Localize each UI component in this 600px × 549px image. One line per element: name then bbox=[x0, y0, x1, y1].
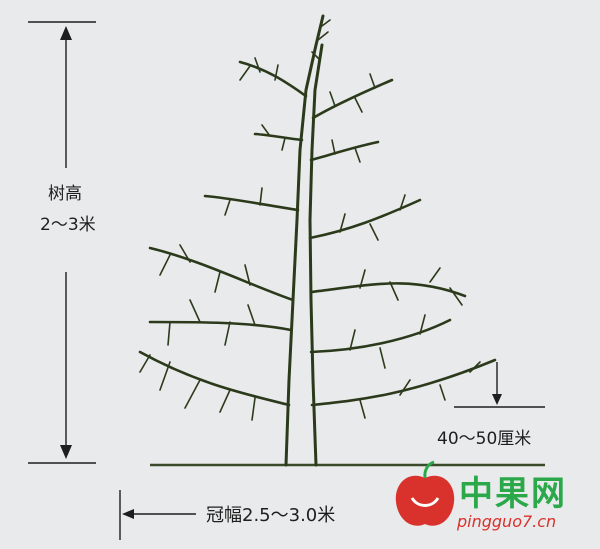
height-dimension bbox=[28, 21, 96, 464]
right-branches bbox=[308, 78, 497, 407]
tree-height-value: 2～3米 bbox=[40, 215, 96, 235]
trunk-edge bbox=[308, 43, 324, 467]
tree-illustration bbox=[138, 14, 497, 467]
crown-width-dimension bbox=[119, 490, 196, 540]
trunk-height-value: 40～50厘米 bbox=[437, 429, 532, 449]
crown-width-value: 冠幅2.5～3.0米 bbox=[206, 505, 336, 526]
twigs bbox=[139, 19, 481, 421]
watermark-logo-icon bbox=[395, 460, 455, 526]
trunk-height-dimension bbox=[454, 362, 545, 408]
arrow-up-icon bbox=[60, 26, 72, 40]
trunk bbox=[284, 14, 325, 467]
watermark-url: pingguo7.cn bbox=[457, 512, 557, 531]
arrow-down-icon bbox=[60, 445, 72, 459]
tree-height-label: 树高 bbox=[48, 184, 82, 204]
watermark-brand: 中果网 bbox=[459, 474, 567, 514]
left-branches bbox=[138, 60, 308, 407]
trunk-arrow-down-icon bbox=[492, 394, 502, 405]
crown-arrow-left-icon bbox=[122, 509, 134, 519]
